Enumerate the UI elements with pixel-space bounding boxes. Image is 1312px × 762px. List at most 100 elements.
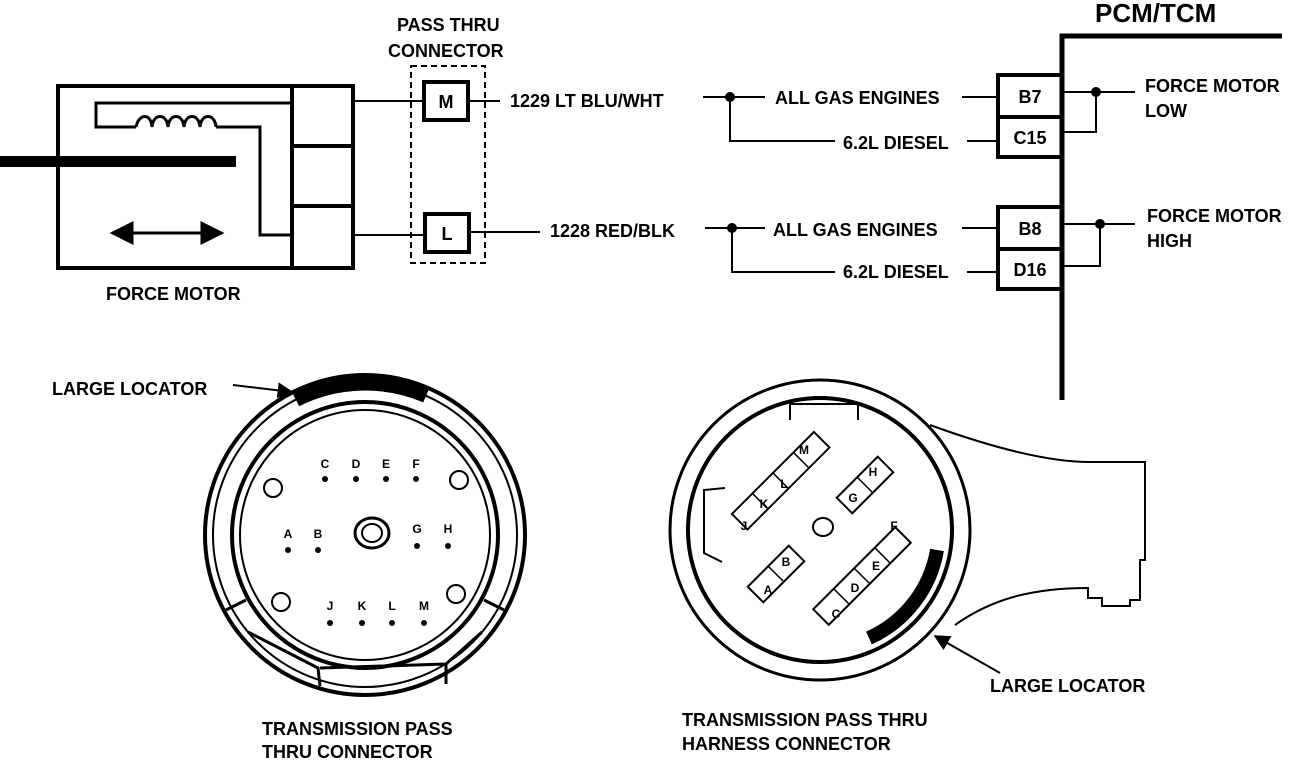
- cavity-group-cdef: [811, 525, 913, 627]
- terminal-d16: [996, 247, 1064, 291]
- splice-dot-pcm-top: [1091, 87, 1101, 97]
- harness-inner-ring: [686, 396, 954, 664]
- pin-h-label: H: [444, 522, 453, 536]
- pin-m-label: M: [419, 599, 429, 613]
- guide-hole-br: [446, 584, 466, 604]
- transmission-pass-thru-connector: C D E F A B G H J K L M LARGE LOCATOR TR…: [52, 373, 527, 762]
- terminal-b7-label: B7: [1018, 87, 1041, 107]
- pin-e-label: E: [382, 457, 390, 471]
- bottom-diesel-label: 6.2L DIESEL: [843, 262, 949, 282]
- harness-large-locator-key: [865, 548, 944, 645]
- pass-thru-pin-m-label: M: [439, 92, 454, 112]
- h-pin-d-label: D: [851, 581, 860, 595]
- cavity-cdef-div-3: [874, 547, 891, 564]
- pin-a: [285, 547, 291, 553]
- pin-c: [322, 476, 328, 482]
- left-caption-line1: TRANSMISSION PASS: [262, 719, 453, 739]
- pin-d-label: D: [352, 457, 361, 471]
- h-pin-k-label: K: [760, 497, 769, 511]
- cavity-group-gh: [835, 455, 895, 515]
- cavity-div-2: [772, 472, 790, 490]
- left-locator-arrow-icon: [232, 382, 294, 399]
- side-notches: [225, 598, 505, 612]
- pin-l: [389, 620, 395, 626]
- pass-thru-pin-l-label: L: [442, 224, 453, 244]
- pin-g: [414, 543, 420, 549]
- force-motor-shaft: [0, 156, 236, 167]
- splice-dot-pcm-bottom: [1095, 219, 1105, 229]
- cavity-ab: [746, 544, 806, 604]
- terminal-d16-label: D16: [1013, 260, 1046, 280]
- pcm-tcm-title: PCM/TCM: [1095, 0, 1216, 28]
- pin-e: [383, 476, 389, 482]
- guide-hole-bl: [271, 592, 291, 612]
- right-locator-arrow-icon: [933, 635, 1001, 674]
- right-caption-line2: HARNESS CONNECTOR: [682, 734, 891, 754]
- cavity-ab-div: [767, 565, 785, 583]
- cavity-cdef-div-2: [853, 567, 871, 585]
- coil-icon: [134, 115, 218, 128]
- harness-outer-ring: [668, 378, 972, 682]
- left-caption-line2: THRU CONNECTOR: [262, 742, 433, 762]
- guide-hole-tr: [449, 470, 469, 490]
- pass-thru-outline: [410, 65, 486, 264]
- terminal-c15-label: C15: [1013, 128, 1046, 148]
- pin-l-label: L: [388, 599, 395, 613]
- pin-d: [353, 476, 359, 482]
- cavity-group-jklm: [730, 430, 831, 531]
- h-pin-f-label: F: [890, 519, 897, 533]
- cavity-div-3: [792, 451, 810, 469]
- right-large-locator-label: LARGE LOCATOR: [990, 676, 1145, 696]
- pin-k: [359, 620, 365, 626]
- pin-g-label: G: [412, 522, 421, 536]
- pass-thru-label-line2: CONNECTOR: [388, 41, 504, 61]
- pin-b: [315, 547, 321, 553]
- harness-center-hole: [812, 517, 834, 537]
- pin-f: [413, 476, 419, 482]
- cavity-cdef: [811, 525, 913, 627]
- pcm-tcm-module: PCM/TCM: [1059, 0, 1282, 400]
- right-caption-line1: TRANSMISSION PASS THRU: [682, 710, 928, 730]
- pin-b-label: B: [314, 527, 323, 541]
- force-motor-label: FORCE MOTOR: [106, 284, 241, 304]
- force-motor-low-line1: FORCE MOTOR: [1145, 76, 1280, 96]
- cavity-cdef-div-1: [833, 588, 850, 605]
- h-pin-c-label: C: [832, 607, 841, 621]
- pin-k-label: K: [358, 599, 367, 613]
- pass-thru-label-line1: PASS THRU: [397, 15, 500, 35]
- center-boss-inner: [361, 523, 383, 543]
- cavity-group-ab: [746, 544, 806, 604]
- coil-lead-bottom: [216, 125, 292, 237]
- force-motor: FORCE MOTOR: [0, 84, 355, 304]
- top-gas-label: ALL GAS ENGINES: [775, 88, 940, 108]
- splice-dot-top: [725, 92, 735, 102]
- force-motor-terminal-1: [290, 84, 355, 148]
- pass-thru-connector: PASS THRU CONNECTOR M L: [388, 15, 504, 264]
- pcm-internal-bottom: [1062, 223, 1135, 267]
- circuit-bottom: 1228 RED/BLK ALL GAS ENGINES 6.2L DIESEL…: [353, 205, 1282, 291]
- force-motor-body: [56, 84, 355, 270]
- pin-j: [327, 620, 333, 626]
- h-pin-b-label: B: [782, 555, 791, 569]
- pin-c-label: C: [321, 457, 330, 471]
- force-motor-high-line2: HIGH: [1147, 231, 1192, 251]
- h-pin-m-label: M: [799, 443, 809, 457]
- center-boss-outer: [353, 516, 391, 550]
- wire-1229-label: 1229 LT BLU/WHT: [510, 91, 664, 111]
- pin-m: [421, 620, 427, 626]
- cavity-div-1: [751, 492, 769, 510]
- face-ring: [230, 400, 500, 670]
- h-pin-l-label: L: [780, 477, 787, 491]
- cavity-gh-div: [856, 476, 874, 494]
- pin-a-label: A: [284, 527, 293, 541]
- pin-f-label: F: [412, 457, 419, 471]
- pin-j-label: J: [327, 599, 334, 613]
- wire-1228-label: 1228 RED/BLK: [550, 221, 675, 241]
- large-locator-key: [292, 376, 429, 407]
- h-pin-h-label: H: [869, 465, 878, 479]
- coil-lead-top: [94, 101, 292, 129]
- force-motor-high-line1: FORCE MOTOR: [1147, 206, 1282, 226]
- harness-body-outline: [929, 424, 1146, 626]
- force-motor-terminal-2: [290, 144, 355, 208]
